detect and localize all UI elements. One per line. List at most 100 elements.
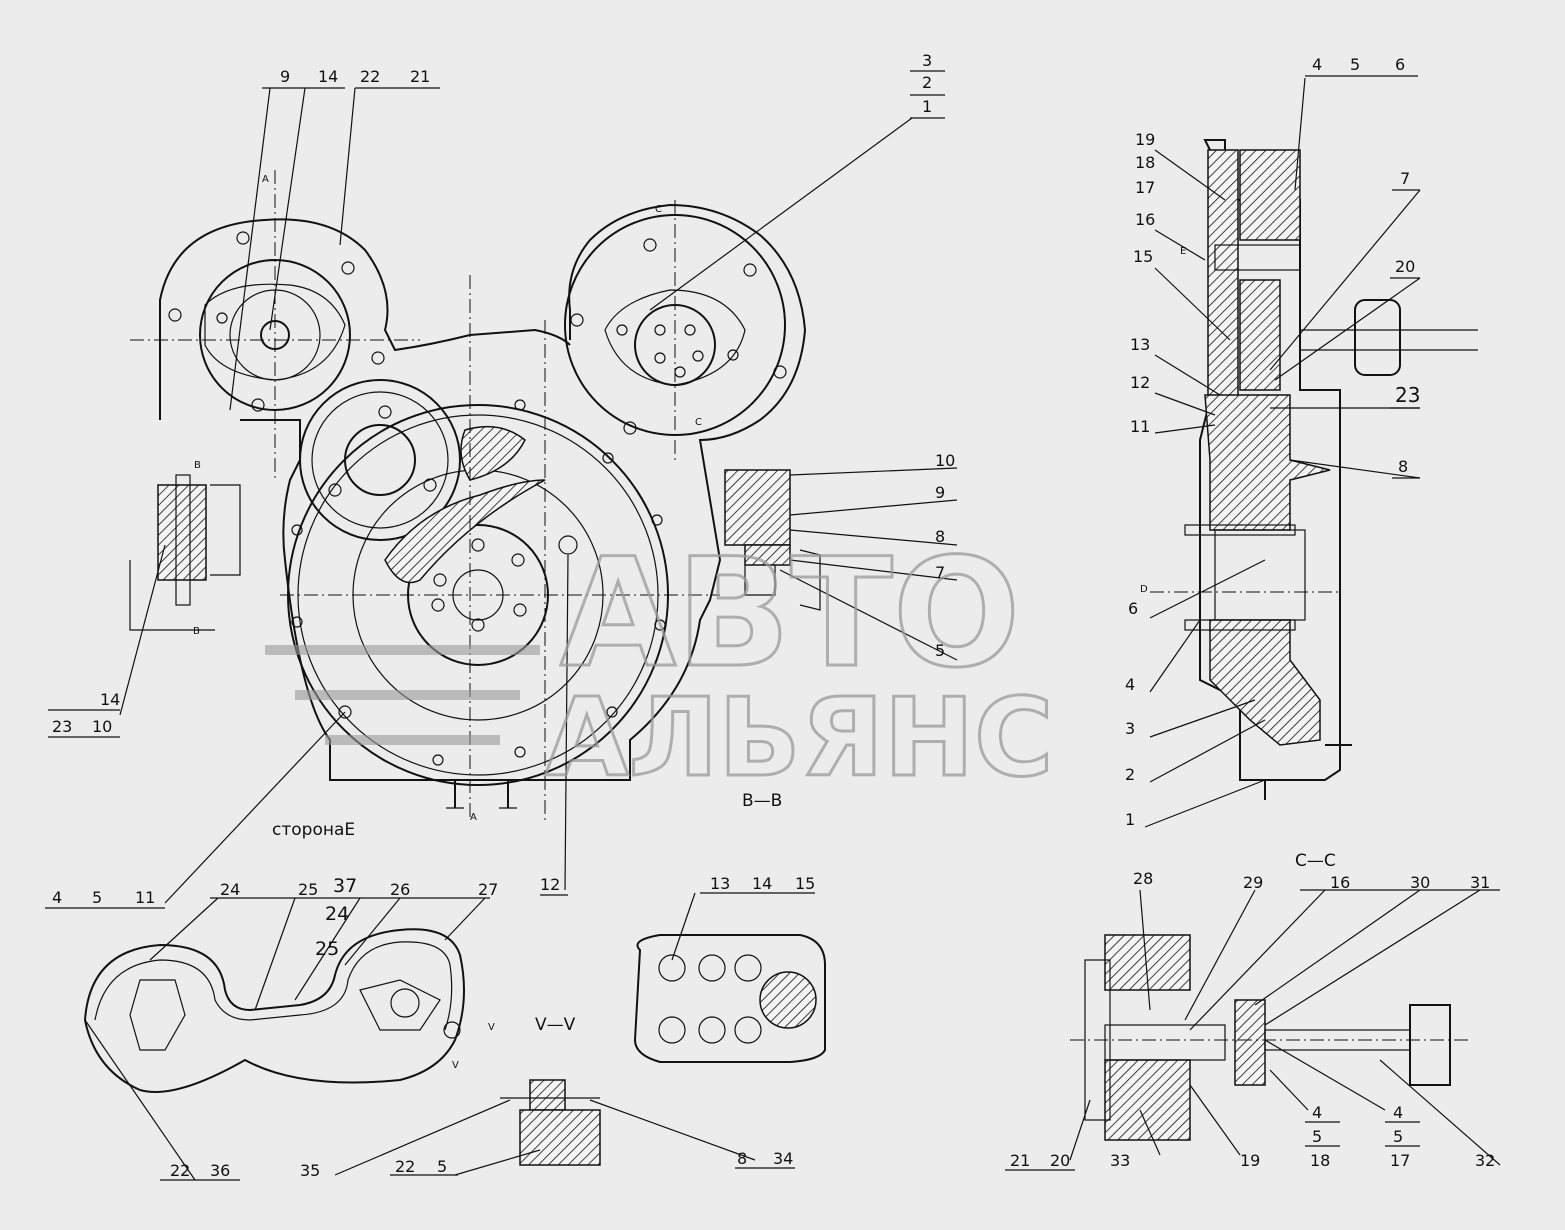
callout: 20 xyxy=(1395,257,1415,276)
idler-gear-hub xyxy=(344,424,416,496)
callout: 3 xyxy=(1125,719,1135,738)
section-hub-bore xyxy=(1214,529,1306,621)
callout: 1 xyxy=(1125,810,1135,829)
vv-fitting-top xyxy=(529,1079,566,1111)
oil-pipe-view xyxy=(83,928,826,1166)
callout: 5 xyxy=(1350,55,1360,74)
callout: 29 xyxy=(1243,873,1263,892)
callout: 34 xyxy=(773,1149,793,1168)
pipe-flange-left xyxy=(129,979,186,1051)
callout: 5 xyxy=(1312,1127,1322,1146)
watermark-line1: АВТО xyxy=(560,527,1020,701)
callout: 16 xyxy=(1135,210,1155,229)
callout: 4 xyxy=(1125,675,1135,694)
callout: 30 xyxy=(1410,873,1430,892)
callout: 24 xyxy=(325,903,349,925)
cc-coupling xyxy=(1234,999,1266,1086)
callout: 17 xyxy=(1390,1151,1410,1170)
pump-housing-outline xyxy=(159,218,571,420)
callout: 13 xyxy=(1130,335,1150,354)
bolt-section-block xyxy=(157,484,207,581)
section-lower-wall xyxy=(1209,619,1321,746)
callout: 10 xyxy=(92,717,112,736)
cc-end-flange xyxy=(1409,1004,1451,1086)
callout: 22 xyxy=(395,1157,415,1176)
callout: 14 xyxy=(100,690,120,709)
svg-text:A: A xyxy=(470,812,477,823)
callout: 25 xyxy=(315,938,339,960)
callout: 32 xyxy=(1475,1151,1495,1170)
callout: 23 xyxy=(52,717,72,736)
callout: 22 xyxy=(170,1161,190,1180)
section-upper-gear xyxy=(1239,149,1301,241)
front-view-gear-housing xyxy=(129,170,821,820)
callout: 8 xyxy=(935,527,945,546)
callout: 24 xyxy=(220,880,240,899)
cc-cover xyxy=(1084,959,1111,1121)
callout: 31 xyxy=(1470,873,1490,892)
callout: 11 xyxy=(1130,417,1150,436)
callout: 4 xyxy=(1312,1103,1322,1122)
callout: 8 xyxy=(1398,457,1408,476)
external-coupling xyxy=(1354,299,1401,376)
callout: 22 xyxy=(360,67,380,86)
svg-text:V: V xyxy=(452,1060,459,1071)
callout: 6 xyxy=(1395,55,1405,74)
section-left-wall xyxy=(1207,149,1239,411)
callout: 4 xyxy=(52,888,62,907)
svg-text:V: V xyxy=(488,1022,495,1033)
callout: 26 xyxy=(390,880,410,899)
callout: 19 xyxy=(1240,1151,1260,1170)
pipe-cover-outline xyxy=(83,928,465,1093)
bolt-section-stud xyxy=(175,474,191,606)
callout: 16 xyxy=(1330,873,1350,892)
callout: 23 xyxy=(1395,383,1420,407)
pipe-flange-right xyxy=(359,979,441,1031)
callout: 14 xyxy=(752,874,772,893)
oil-pipe-line xyxy=(94,941,453,1031)
caption-section-cc: C—C xyxy=(1295,851,1336,871)
callout-underlines xyxy=(45,70,1500,1181)
section-idler xyxy=(1239,279,1281,391)
section-view-cc xyxy=(1070,934,1470,1141)
section-marks: A A B B C C D E V V xyxy=(193,174,1186,1071)
pipe-block-plug xyxy=(759,971,817,1029)
seal-section-ring xyxy=(744,544,791,566)
callout: 6 xyxy=(1128,599,1138,618)
callout: 21 xyxy=(1010,1151,1030,1170)
captions: сторонаЕ B—B C—C V—V xyxy=(272,791,1336,1035)
svg-text:E: E xyxy=(1180,246,1186,257)
pump-oval-flange xyxy=(204,283,346,381)
callout: 9 xyxy=(280,67,290,86)
leader-lines xyxy=(84,77,1501,1181)
callout: 7 xyxy=(1400,169,1410,188)
callout: 17 xyxy=(1135,178,1155,197)
caption-section-bb: B—B xyxy=(742,791,782,811)
svg-text:B: B xyxy=(193,626,200,637)
callout: 3 xyxy=(922,51,932,70)
callout: 13 xyxy=(710,874,730,893)
callout: 11 xyxy=(135,888,155,907)
svg-text:D: D xyxy=(1140,584,1148,595)
callout: 35 xyxy=(300,1161,320,1180)
callout: 5 xyxy=(935,641,945,660)
callout: 7 xyxy=(935,563,945,582)
callout: 14 xyxy=(318,67,338,86)
section-main-hub xyxy=(1204,394,1331,531)
callout: 37 xyxy=(333,875,357,897)
callout: 5 xyxy=(92,888,102,907)
callout: 2 xyxy=(1125,765,1135,784)
vv-fitting-body xyxy=(519,1109,601,1166)
idler-gear-inner xyxy=(311,391,449,529)
callout: 1 xyxy=(922,97,932,116)
callout: 2 xyxy=(922,73,932,92)
svg-text:A: A xyxy=(262,174,269,185)
callout: 12 xyxy=(1130,373,1150,392)
idler-gear-outer xyxy=(299,379,461,541)
callout: 27 xyxy=(478,880,498,899)
watermark-logo xyxy=(265,645,540,745)
callout-labels: 9 14 22 21 3 2 1 10 9 8 7 5 14 23 10 4 5… xyxy=(52,51,1495,1180)
upper-right-oval xyxy=(604,289,746,386)
